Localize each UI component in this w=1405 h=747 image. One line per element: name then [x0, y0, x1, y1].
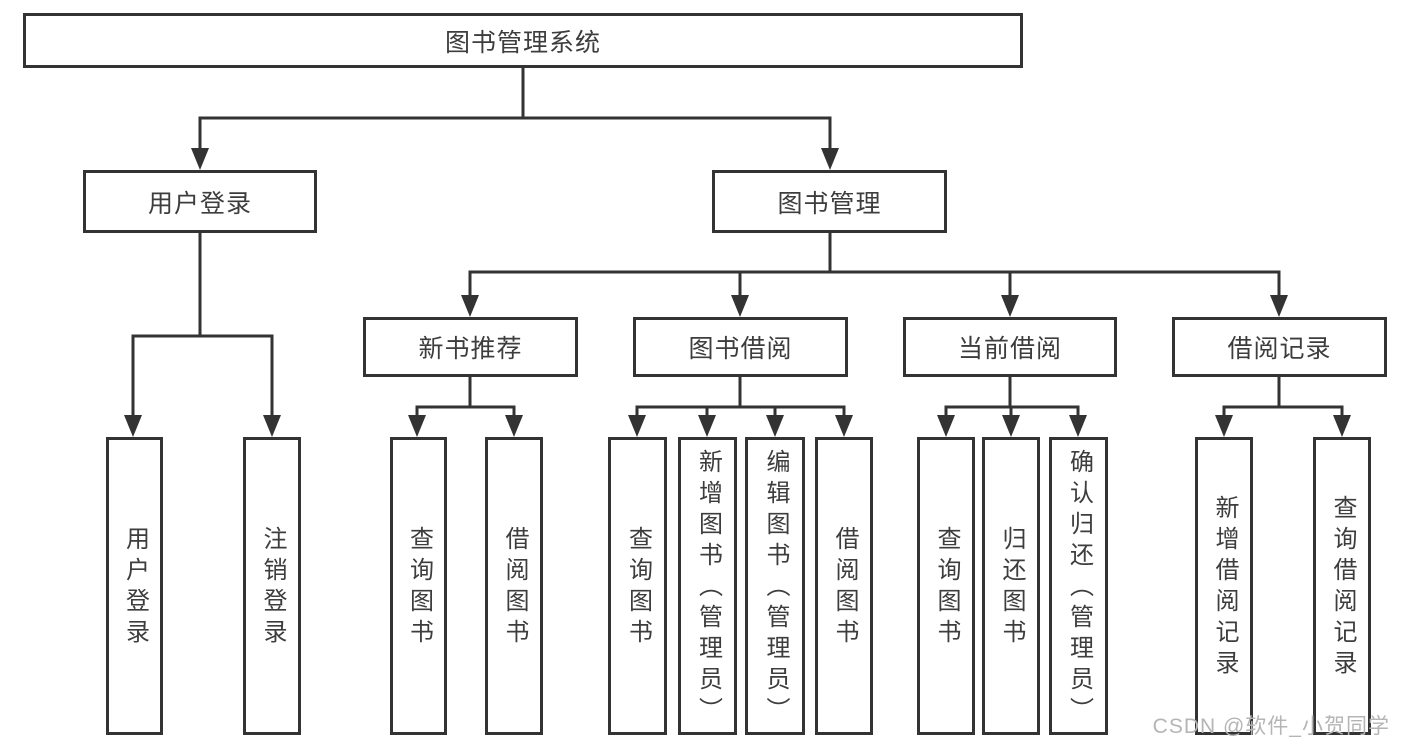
node-leaf-logout: 注销登录 — [243, 437, 301, 735]
node-user-login: 用户登录 — [83, 170, 317, 233]
node-new-book-recommend: 新书推荐 — [363, 317, 578, 377]
node-leaf-query-books-recommend: 查询图书 — [390, 437, 447, 735]
arrowhead-group — [124, 148, 1351, 437]
node-leaf-confirm-return-admin: 确认归还（管理员） — [1049, 437, 1108, 735]
csdn-watermark: CSDN @软件_小贺同学 — [1152, 715, 1390, 738]
node-leaf-return-books: 归还图书 — [982, 437, 1040, 735]
node-leaf-query-borrow-record: 查询借阅记录 — [1313, 437, 1371, 735]
node-leaf-query-books-current: 查询图书 — [917, 437, 975, 735]
node-book-borrowing: 图书借阅 — [633, 317, 848, 377]
node-leaf-user-login: 用户登录 — [106, 437, 163, 735]
node-leaf-add-books-admin: 新增图书（管理员） — [678, 437, 737, 735]
node-leaf-add-borrow-record: 新增借阅记录 — [1195, 437, 1253, 735]
node-current-borrowing: 当前借阅 — [903, 317, 1117, 377]
node-leaf-borrow-books-recommend: 借阅图书 — [485, 437, 543, 735]
node-library-management-system: 图书管理系统 — [23, 13, 1023, 68]
node-borrowing-records: 借阅记录 — [1172, 317, 1387, 377]
node-book-management: 图书管理 — [712, 170, 947, 233]
node-leaf-edit-books-admin: 编辑图书（管理员） — [745, 437, 805, 735]
node-leaf-borrow-books-borrowing: 借阅图书 — [815, 437, 873, 735]
node-leaf-query-books-borrowing: 查询图书 — [608, 437, 667, 735]
